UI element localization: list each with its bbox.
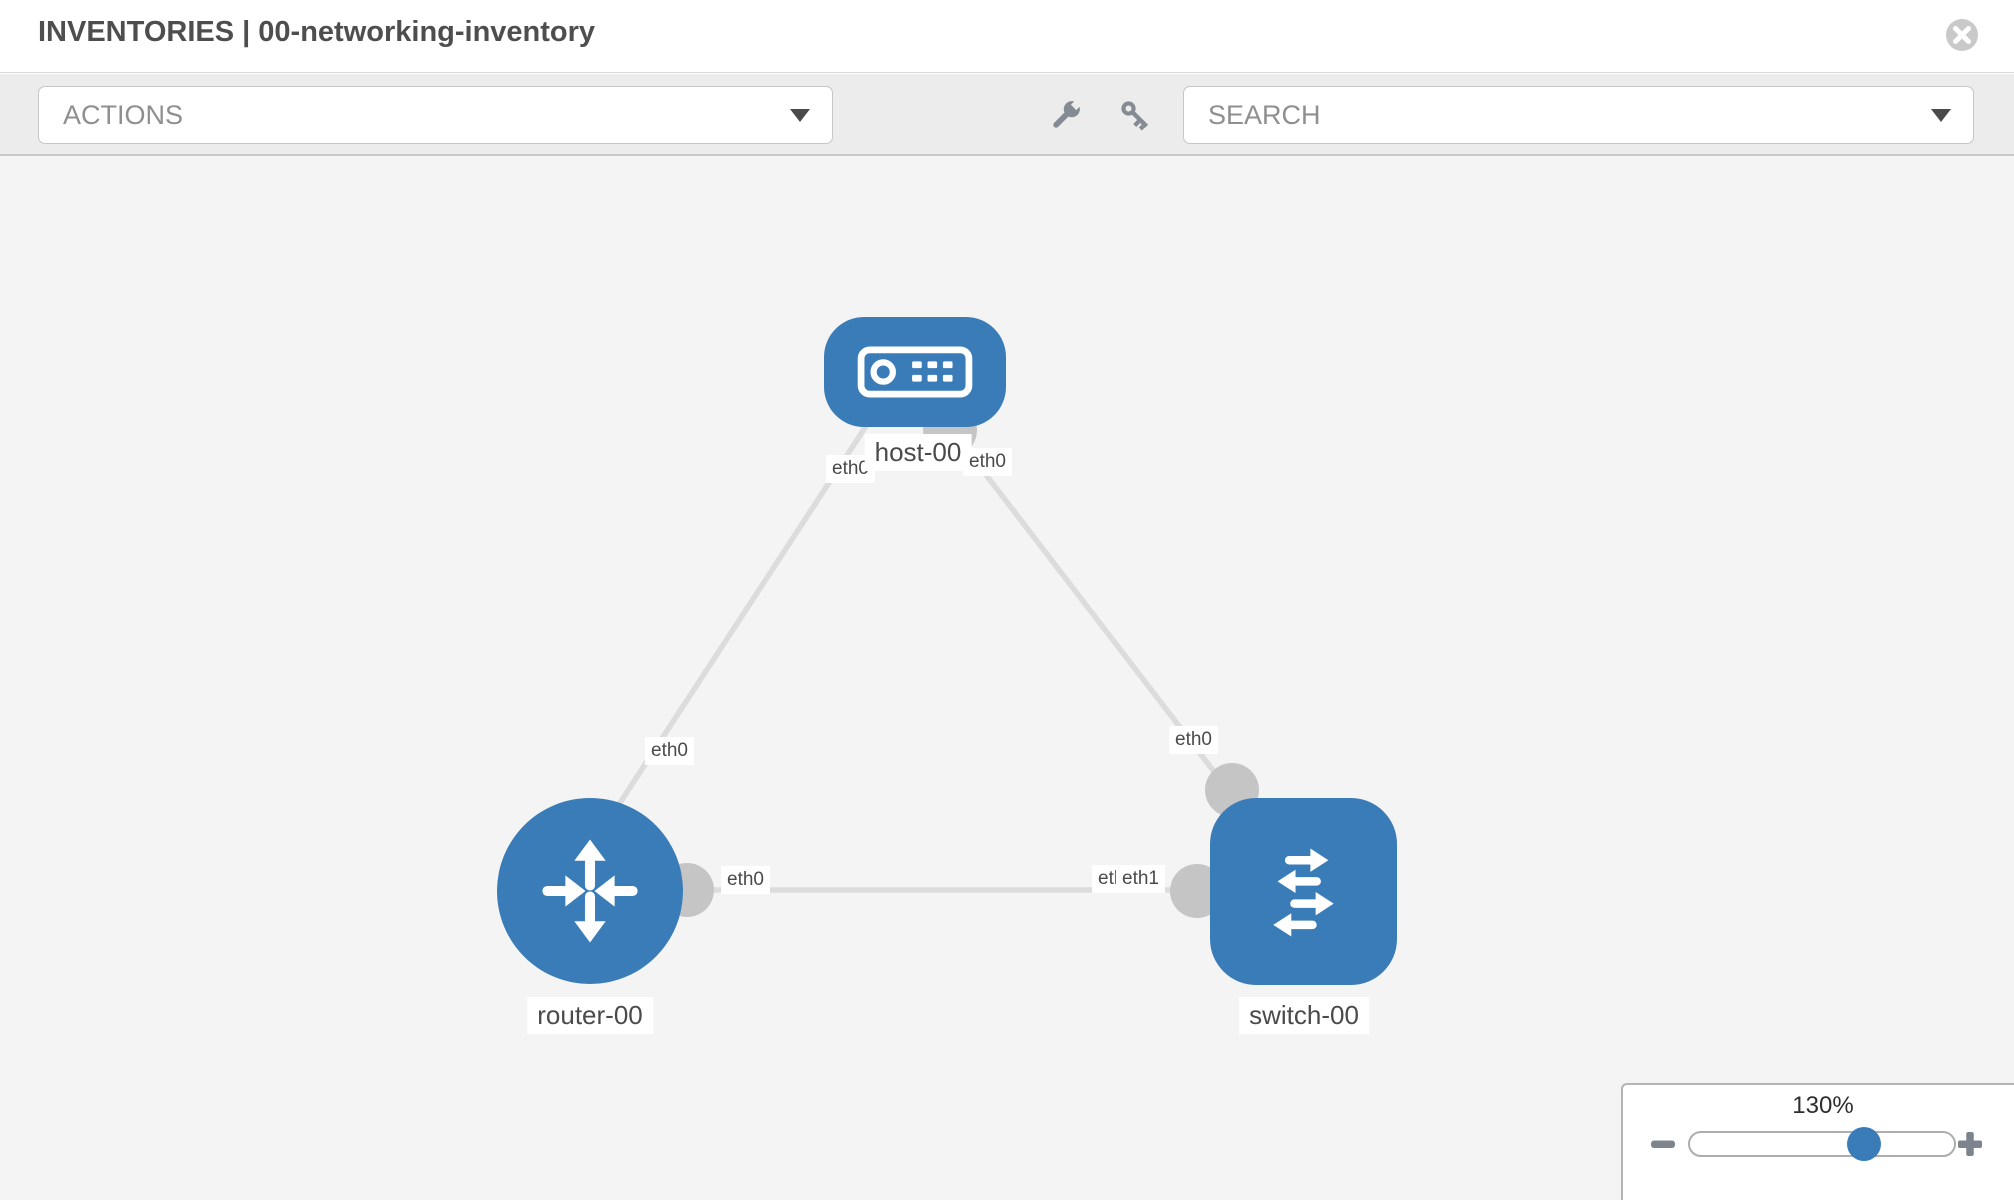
node-label-router: router-00 <box>527 997 653 1034</box>
credentials-button[interactable] <box>1116 96 1154 134</box>
port-label: eth1 <box>1116 865 1165 893</box>
port-label: eth0 <box>1169 726 1218 754</box>
zoom-level: 130% <box>1792 1092 1854 1119</box>
zoom-out-button[interactable] <box>1650 1131 1676 1157</box>
port-label: eth0 <box>963 448 1012 476</box>
minus-icon <box>1651 1140 1675 1148</box>
node-label-switch: switch-00 <box>1239 997 1369 1034</box>
zoom-slider-track[interactable] <box>1688 1127 1956 1161</box>
topology-canvas[interactable]: eth0 host-00 eth0 eth0 eth0 eth0 eth0 et… <box>0 156 2014 1200</box>
zoom-in-button[interactable] <box>1957 1131 1983 1157</box>
links-layer <box>609 403 1259 918</box>
node-host-00[interactable] <box>824 317 1006 427</box>
router-icon <box>542 839 638 943</box>
search-dropdown[interactable]: SEARCH <box>1183 86 1974 144</box>
node-label-host: host-00 <box>864 434 972 471</box>
port-label: eth0 <box>721 866 770 894</box>
chevron-down-icon <box>790 109 810 122</box>
node-router-00[interactable] <box>497 798 683 984</box>
key-icon <box>1121 101 1149 131</box>
port-label: eth0 <box>645 737 694 765</box>
zoom-slider-knob[interactable] <box>1847 1127 1881 1161</box>
page-title: INVENTORIES | 00-networking-inventory <box>38 16 596 48</box>
close-icon <box>1946 19 1978 51</box>
toolbar: ACTIONS <box>0 74 2014 156</box>
chevron-down-icon <box>1931 109 1951 122</box>
actions-dropdown-label: ACTIONS <box>63 99 184 130</box>
actions-dropdown[interactable]: ACTIONS <box>38 86 833 144</box>
node-switch-00[interactable] <box>1210 798 1397 985</box>
header: INVENTORIES | 00-networking-inventory <box>0 0 2014 73</box>
search-dropdown-label: SEARCH <box>1208 99 1321 130</box>
host-icon <box>857 346 973 398</box>
close-button[interactable] <box>1944 17 1980 53</box>
configure-button[interactable] <box>1047 96 1085 134</box>
wrench-icon <box>1053 97 1084 128</box>
switch-icon <box>1272 848 1334 937</box>
plus-icon <box>1958 1132 1982 1156</box>
zoom-panel: 130% <box>1621 1083 2014 1200</box>
